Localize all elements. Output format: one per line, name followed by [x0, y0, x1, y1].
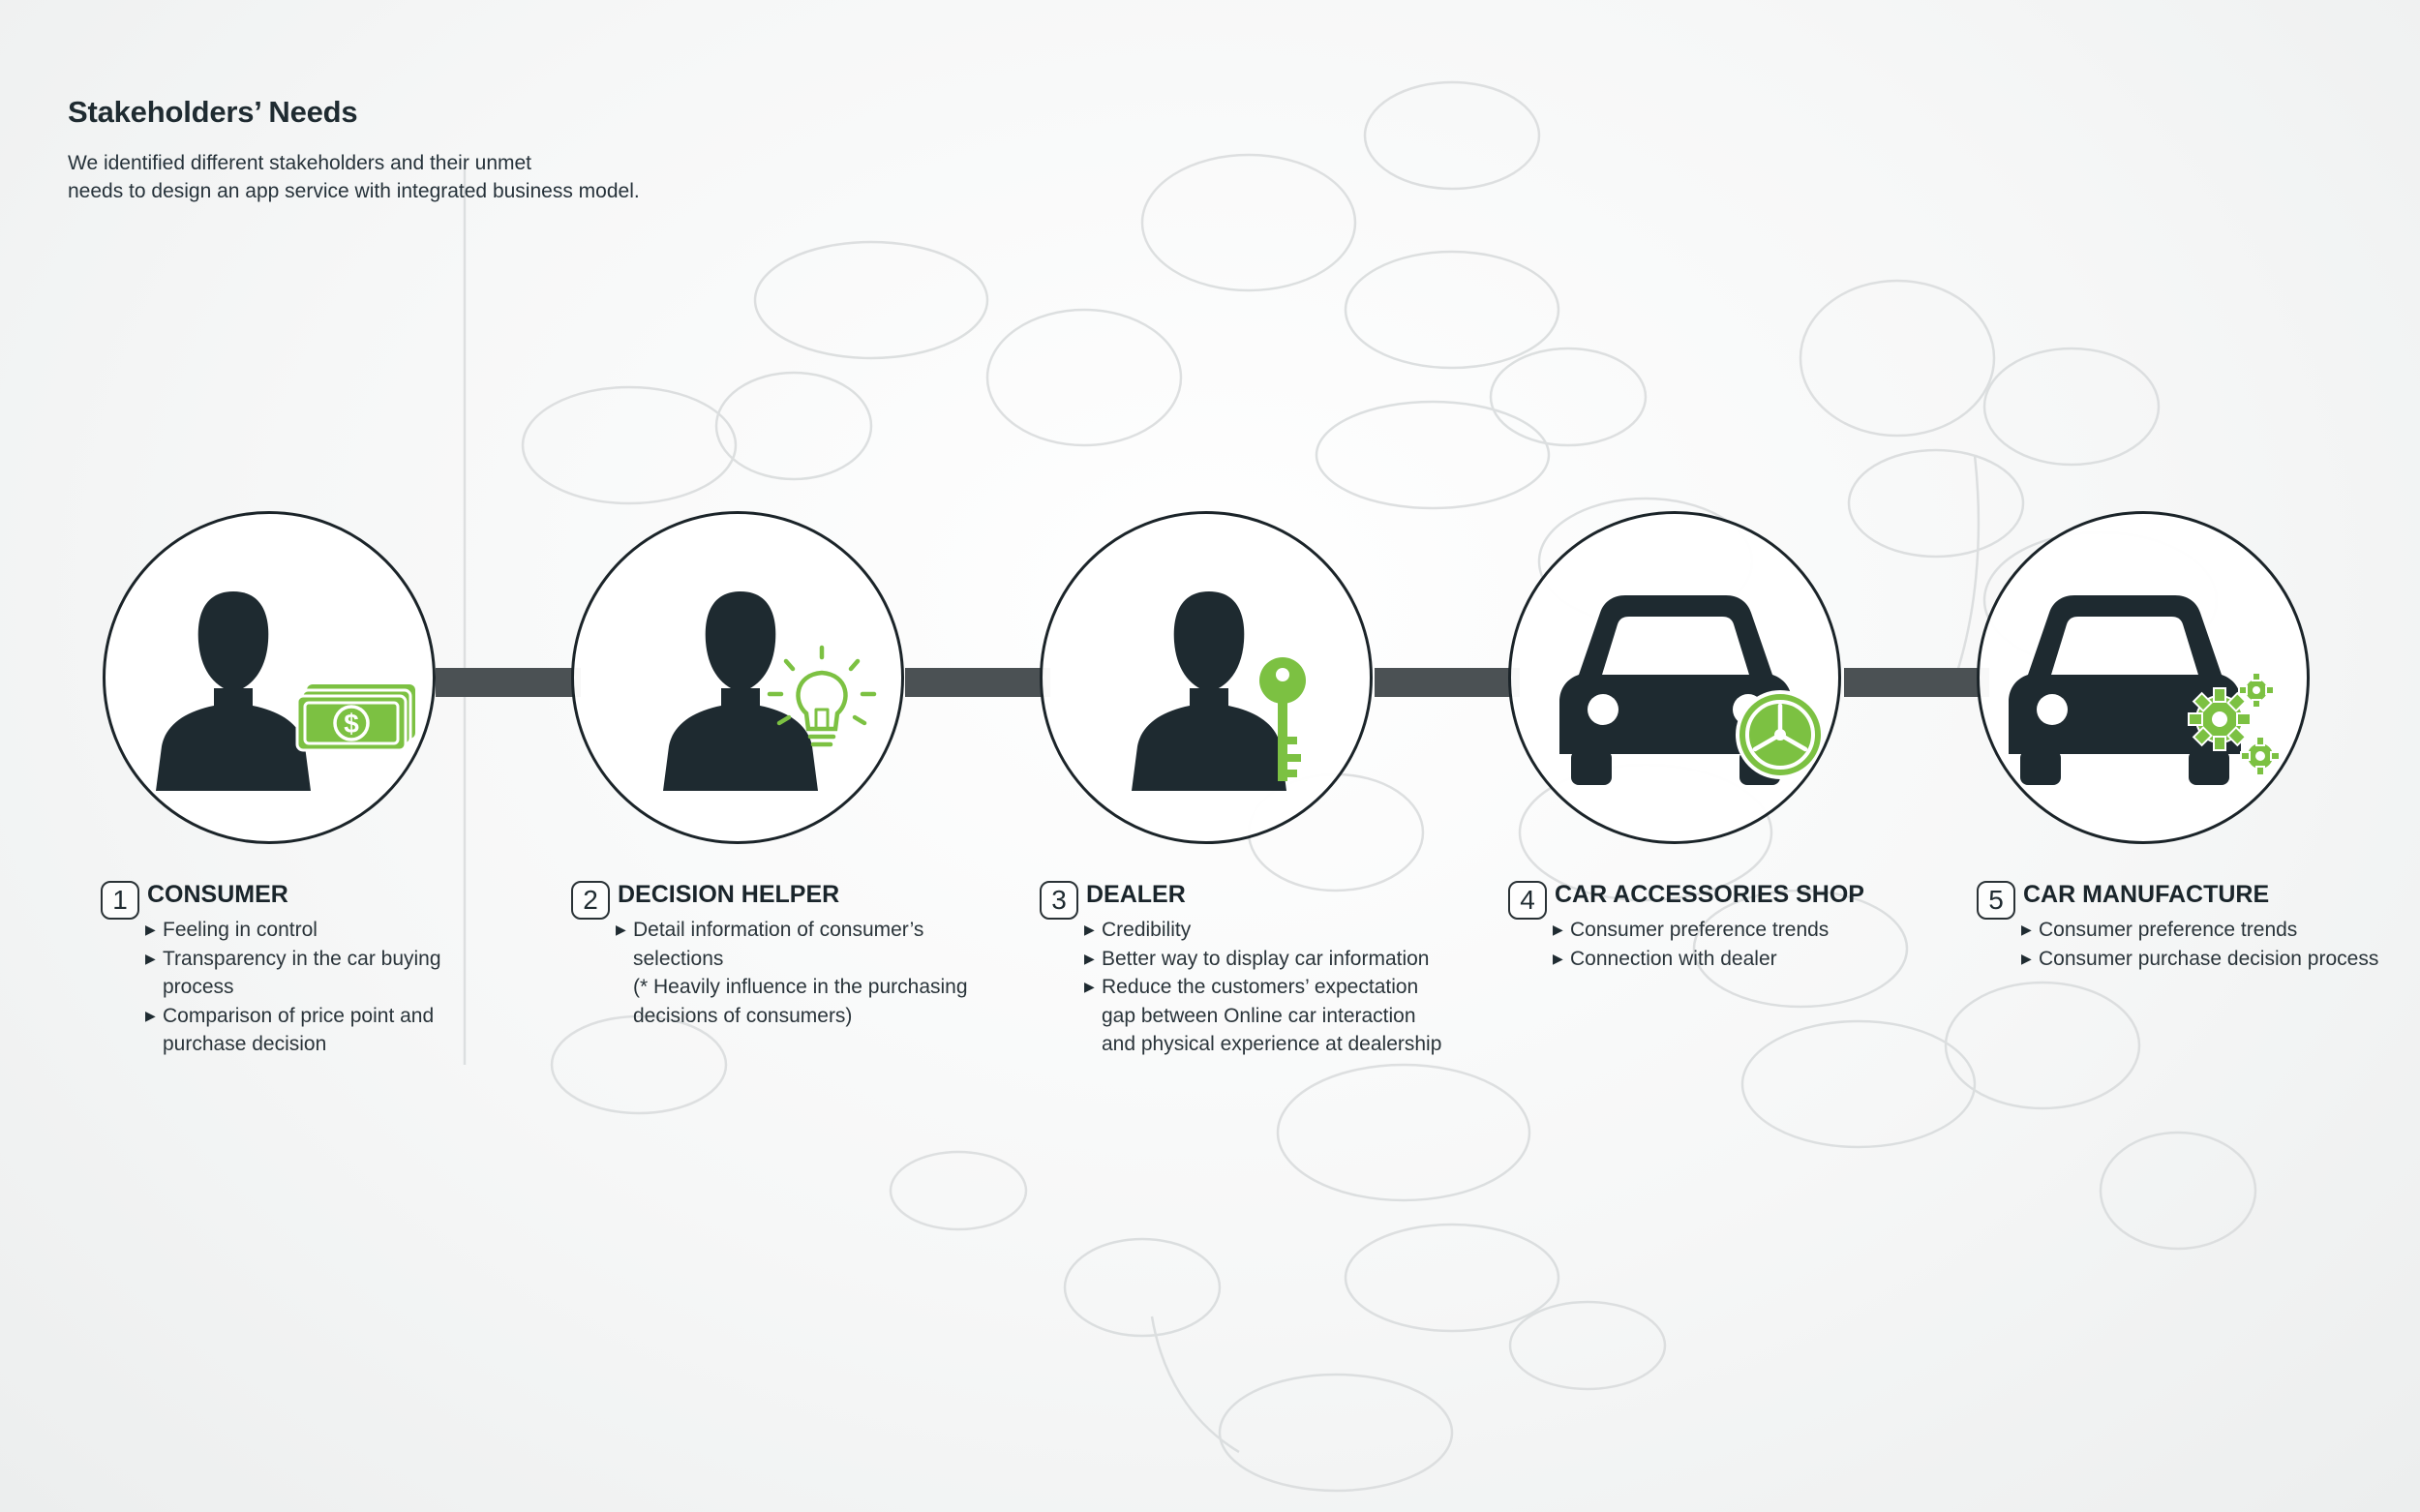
stakeholder-circle: [1508, 511, 1841, 844]
car-with-gears-icon: [2009, 595, 2281, 785]
needs-list: ▶Detail information of consumer’s select…: [616, 916, 983, 1030]
needs-list-item: ▶Consumer preference trends: [2021, 919, 2298, 941]
needs-list-item: ▶Connection with dealer: [1553, 947, 1777, 970]
connector-2-3: [905, 668, 1050, 697]
stakeholder-name: CAR MANUFACTURE: [2023, 881, 2270, 908]
connector-4-5: [1844, 668, 1989, 697]
connector-3-4: [1375, 668, 1520, 697]
needs-list: ▶Feeling in control ▶Transparency in the…: [145, 916, 513, 1059]
needs-list-item: ▶Comparison of price point and purchase …: [145, 1004, 435, 1056]
needs-list: ▶Credibility ▶Better way to display car …: [1084, 916, 1452, 1059]
subtitle-line-1: We identified different stakeholders and…: [68, 152, 532, 174]
stakeholder-number: 1: [101, 881, 139, 920]
person-with-key-icon: [1132, 591, 1306, 791]
page-title: Stakeholders’ Needs: [68, 95, 358, 129]
needs-list-item: ▶Consumer preference trends: [1553, 919, 1830, 941]
stakeholder-number: 4: [1508, 881, 1547, 920]
needs-list: ▶Consumer preference trends ▶Consumer pu…: [2021, 916, 2389, 973]
stakeholder-name: DECISION HELPER: [618, 881, 840, 908]
needs-list: ▶Consumer preference trends ▶Connection …: [1553, 916, 1921, 973]
needs-list-note: (* Heavily influence in the purchasing d…: [633, 976, 968, 1027]
needs-list-item: ▶Better way to display car information: [1084, 947, 1430, 970]
needs-list-item: ▶Credibility: [1084, 919, 1192, 941]
stakeholder-name: DEALER: [1086, 881, 1186, 908]
stakeholder-number: 3: [1040, 881, 1078, 920]
person-with-lightbulb-icon: [663, 591, 877, 791]
needs-list-item: ▶Detail information of consumer’s select…: [616, 919, 924, 970]
needs-list-item: ▶Consumer purchase decision process: [2021, 947, 2379, 970]
stakeholder-name: CONSUMER: [147, 881, 288, 908]
needs-list-item: ▶Feeling in control: [145, 919, 318, 941]
page-subtitle: We identified different stakeholders and…: [68, 149, 707, 205]
stakeholder-number: 2: [571, 881, 610, 920]
stakeholder-number: 5: [1977, 881, 2015, 920]
stakeholder-circle: [1040, 511, 1373, 844]
car-with-wheel-icon: [1559, 595, 1825, 785]
person-with-money-icon: $: [156, 591, 415, 791]
stakeholder-circle: $: [103, 511, 436, 844]
needs-list-item: ▶Transparency in the car buying process: [145, 947, 441, 999]
connector-1-2: [436, 668, 581, 697]
stakeholder-name: CAR ACCESSORIES SHOP: [1555, 881, 1864, 908]
stakeholder-circle: [1977, 511, 2310, 844]
needs-list-item: ▶Reduce the customers’ expectation gap b…: [1084, 976, 1442, 1055]
svg-text:$: $: [344, 709, 359, 739]
header: Stakeholders’ Needs We identified differ…: [68, 95, 707, 205]
stakeholder-circle: [571, 511, 904, 844]
subtitle-line-2: needs to design an app service with inte…: [68, 180, 640, 202]
